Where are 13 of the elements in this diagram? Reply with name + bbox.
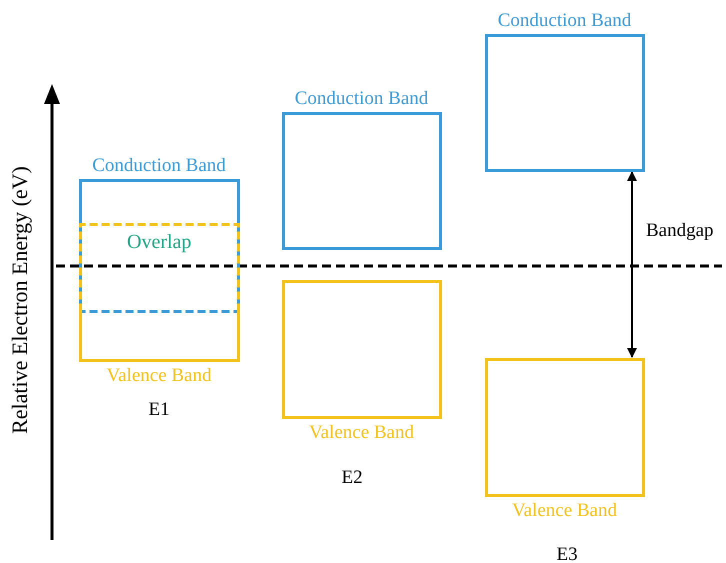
- band-label: Conduction Band: [92, 154, 226, 176]
- band-label: Conduction Band: [294, 88, 428, 110]
- diagram-label: E3: [556, 544, 578, 563]
- diagram-label: E2: [342, 467, 363, 489]
- double-arrow: [627, 171, 637, 358]
- band-label: Valence Band: [106, 364, 212, 386]
- edge-label: Bandgap: [644, 220, 716, 242]
- diagram-label: E1: [148, 399, 170, 421]
- band-label: Conduction Band: [498, 10, 632, 32]
- band-label: Valence Band: [512, 500, 617, 522]
- axis-title: Relative Electron Energy (eV): [8, 166, 31, 434]
- band-label: Valence Band: [309, 422, 414, 444]
- overlap-label: Overlap: [127, 231, 192, 253]
